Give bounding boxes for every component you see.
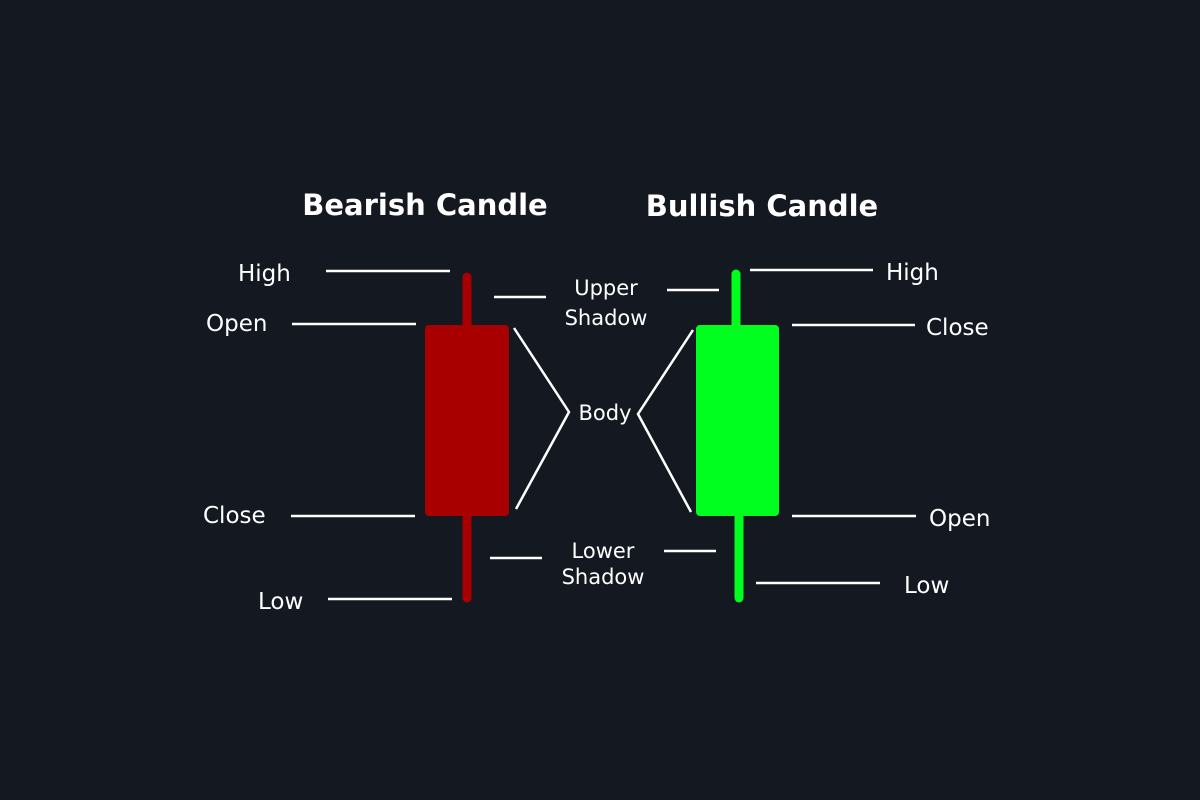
bullish-close-label: Close: [926, 315, 989, 341]
bearish-title: Bearish Candle: [302, 188, 547, 222]
bearish-high-label: High: [238, 261, 291, 287]
bearish-close-label: Close: [203, 503, 266, 529]
body-bracket-right: [636, 329, 695, 513]
bullish-low-label: Low: [904, 573, 949, 599]
upper-shadow-label-line2: Shadow: [565, 306, 648, 330]
body-label: Body: [578, 401, 631, 425]
bullish-candle: [696, 269, 779, 603]
upper-shadow-label-line1: Upper: [574, 276, 638, 300]
bullish-body: [696, 325, 779, 516]
bearish-low-label: Low: [258, 589, 303, 615]
bearish-open-label: Open: [206, 311, 267, 337]
bullish-open-label: Open: [929, 506, 990, 532]
body-bracket-left: [512, 327, 571, 510]
bullish-high-label: High: [886, 260, 939, 286]
lower-shadow-label-line1: Lower: [572, 539, 635, 563]
bearish-candle: [425, 272, 509, 603]
bearish-body: [425, 325, 509, 516]
lower-shadow-label-line2: Shadow: [562, 565, 645, 589]
bullish-title: Bullish Candle: [646, 189, 878, 223]
